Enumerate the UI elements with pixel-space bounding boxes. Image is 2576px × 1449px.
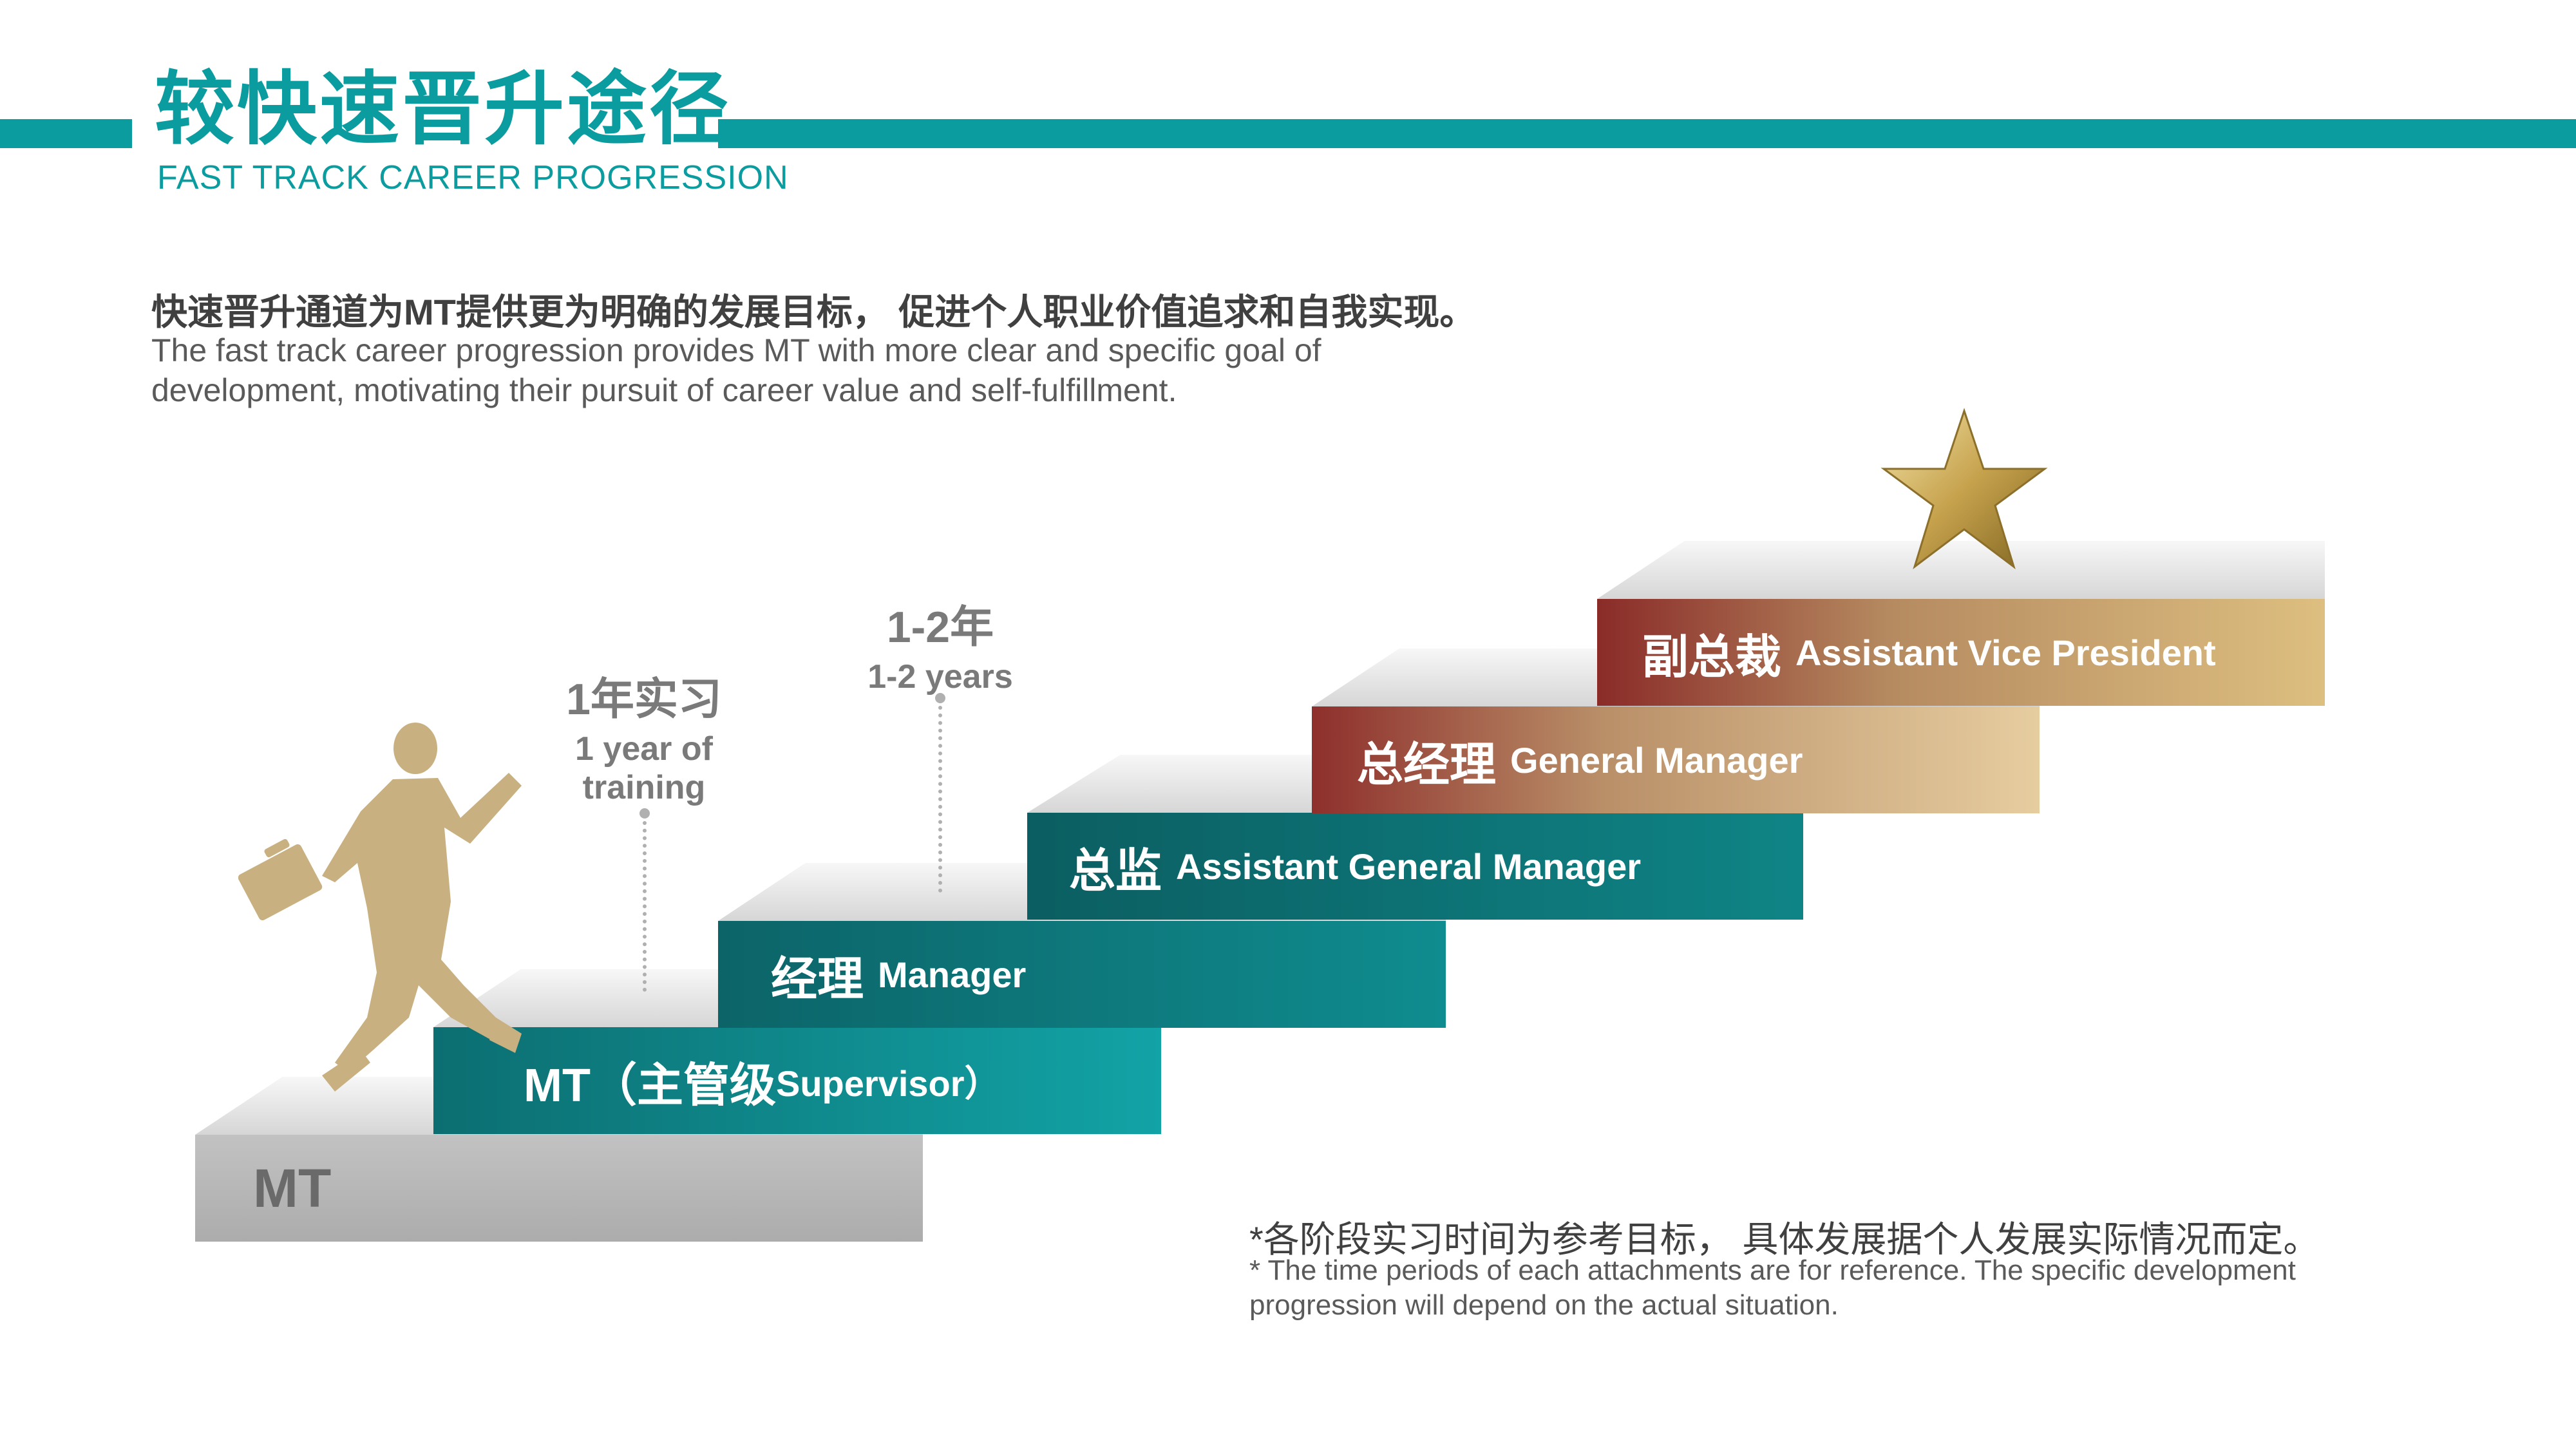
marker-1-2-years-cn: 1-2年 (886, 603, 994, 652)
header-bar-left (0, 119, 132, 148)
footnote-en-line2: progression will depend on the actual si… (1249, 1289, 1839, 1321)
footnote-cn: *各阶段实习时间为参考目标， 具体发展据个人发展实际情况而定。 (1249, 1219, 2320, 1260)
step-general-manager: 总经理 General Manager (1312, 706, 2040, 813)
step-supervisor-label-en: Supervisor） (775, 1063, 1001, 1104)
step-manager-label-cn: 经理 (771, 953, 864, 1005)
marker-1-year-en-line1: 1 year of (575, 730, 713, 768)
step-assistant-gm: 总监 Assistant General Manager (1027, 813, 1803, 920)
marker-1-year-en-line2: training (582, 769, 706, 806)
header-bar-right (718, 119, 2576, 148)
step-assistant-gm-label-cn: 总监 (1069, 845, 1162, 897)
marker-1-year-line (643, 821, 647, 992)
page-subtitle: FAST TRACK CAREER PROGRESSION (157, 159, 789, 196)
marker-1-year-dot (639, 808, 650, 819)
step-general-manager-label-en: General Manager (1510, 739, 1803, 781)
step-mt: MT (195, 1135, 923, 1242)
step-assistant-gm-label-en: Assistant General Manager (1176, 846, 1642, 887)
page-title: 较快速晋升途径 (155, 65, 732, 154)
marker-1-2-years-line (938, 706, 942, 893)
footnote-en-line1: * The time periods of each attachments a… (1249, 1255, 2296, 1286)
step-supervisor-label-cn: MT（主管级 (524, 1059, 776, 1112)
intro-text-en-line2: development, motivating their pursuit of… (151, 372, 1177, 408)
marker-1-year-cn: 1年实习 (566, 675, 722, 724)
step-manager-label-en: Manager (878, 954, 1027, 995)
step-vice-president-label-cn: 副总裁 (1642, 631, 1782, 683)
gold-star-icon (1880, 408, 2048, 569)
running-businessman-icon (238, 723, 522, 1092)
marker-1-2-years-dot (935, 693, 945, 703)
intro-text-cn: 快速晋升通道为MT提供更为明确的发展目标， 促进个人职业价值追求和自我实现。 (151, 292, 1476, 332)
marker-1-2-years: 1-2年 1-2 years (844, 591, 1037, 696)
step-vice-president-label-en: Assistant Vice President (1795, 632, 2216, 673)
step-top-6 (1597, 541, 2325, 599)
marker-1-2-years-en: 1-2 years (867, 658, 1013, 696)
intro-text-en-line1: The fast track career progression provid… (151, 332, 1321, 368)
step-general-manager-label-cn: 总经理 (1357, 739, 1497, 791)
step-mt-label: MT (253, 1157, 332, 1218)
marker-1-year: 1年实习 1 year of training (547, 663, 741, 807)
step-supervisor: MT（主管级 Supervisor） (433, 1027, 1161, 1134)
step-vice-president: 副总裁 Assistant Vice President (1597, 599, 2325, 706)
step-manager: 经理 Manager (718, 921, 1446, 1028)
